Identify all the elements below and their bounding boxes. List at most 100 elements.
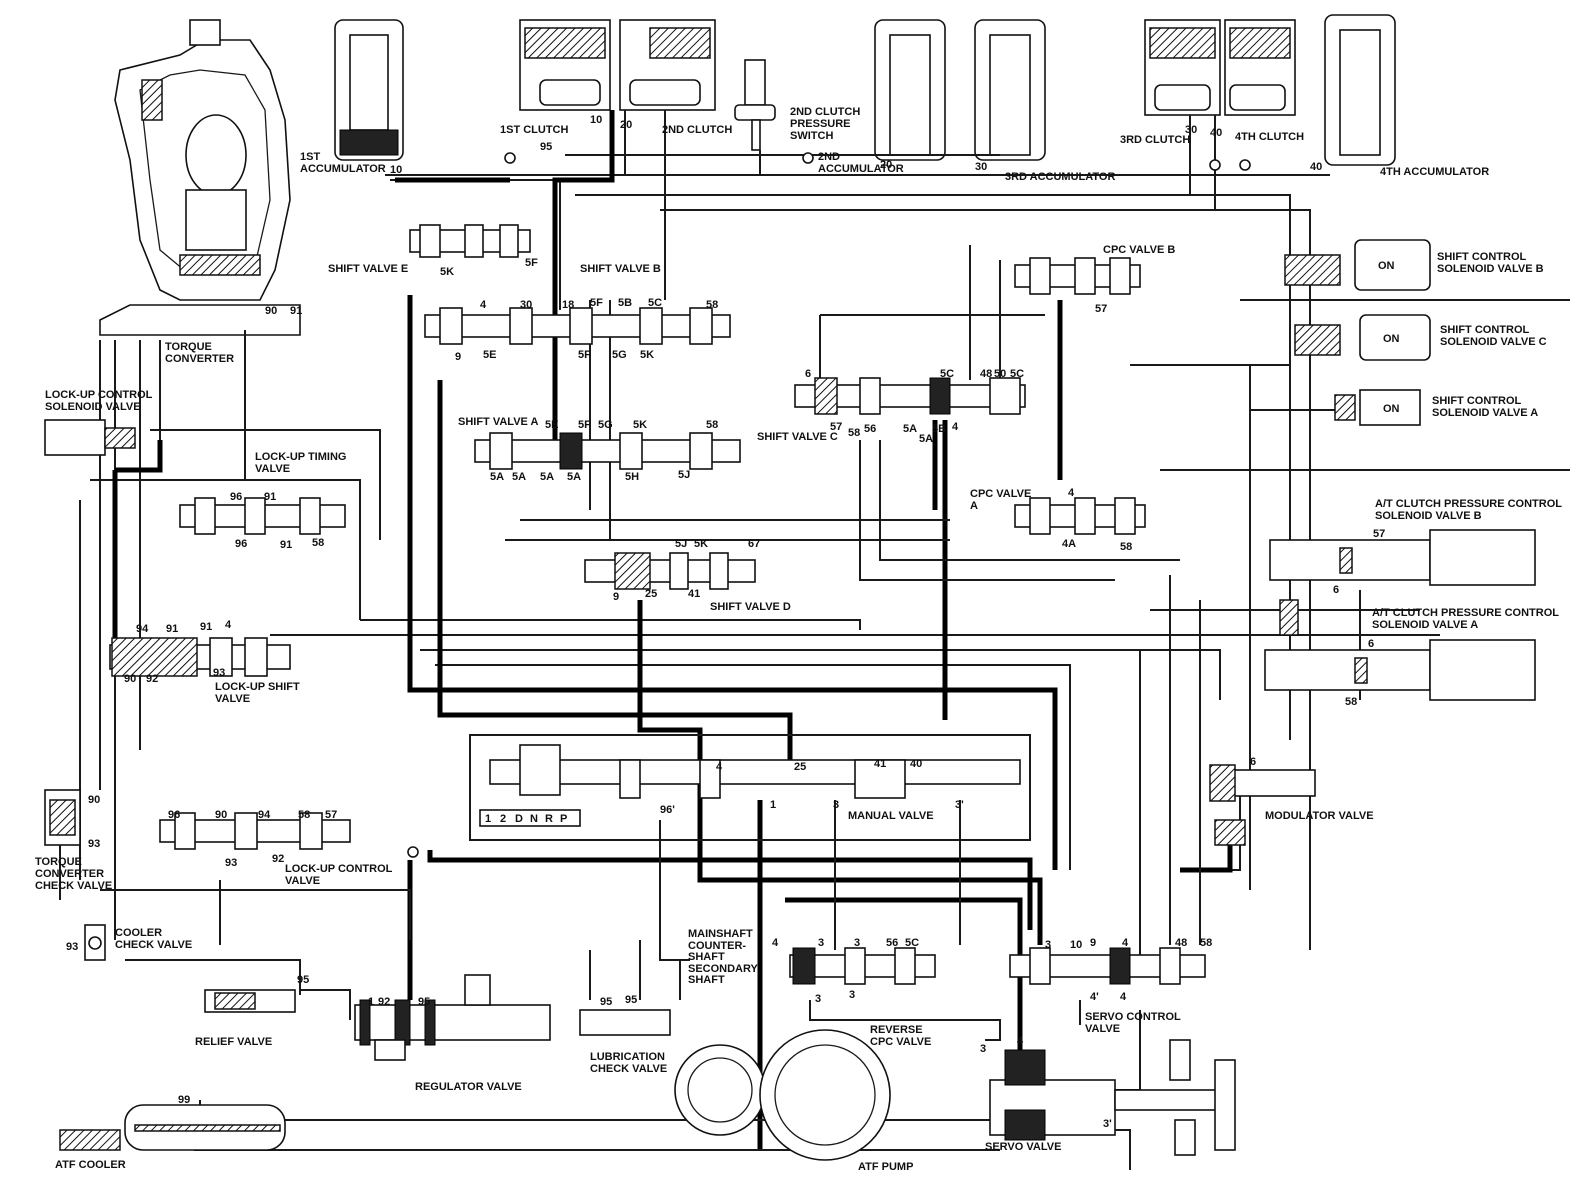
port-number: 5K: [640, 349, 654, 361]
port-number: 48: [1175, 937, 1187, 949]
servo-control-valve: [1009, 947, 1206, 985]
port-number: 57: [1095, 303, 1107, 315]
atf-cooler: [59, 1104, 286, 1151]
label-cooler-check-valve: COOLER: [115, 927, 162, 939]
port-number: 3: [833, 799, 839, 811]
third-clutch: [1144, 19, 1221, 116]
port-number: 6: [805, 368, 811, 380]
port-number: 4: [225, 619, 232, 631]
fourth-clutch: [1224, 19, 1296, 116]
port-number: 58: [1345, 696, 1357, 708]
port-number: 3: [1045, 939, 1051, 951]
port-number: 10: [590, 114, 602, 126]
label-servo-valve: SERVO VALVE: [985, 1141, 1061, 1153]
port-number: 6: [1333, 584, 1339, 596]
shift-valve-e: [409, 224, 531, 258]
port-number: 4: [1122, 937, 1129, 949]
port-number: 90: [88, 794, 100, 806]
port-number: 91: [200, 621, 212, 633]
shift-valve-c: [794, 377, 1026, 415]
port-number: 5C: [905, 937, 919, 949]
label-shift-solenoid-c: SOLENOID VALVE C: [1440, 336, 1547, 348]
shift-valve-b: [424, 307, 731, 345]
label-atf-cooler: ATF COOLER: [55, 1159, 126, 1171]
label-shift-valve-a: SHIFT VALVE A: [458, 416, 539, 428]
port-number: 58: [1120, 541, 1132, 553]
port-number: 20: [880, 159, 892, 171]
first-clutch: [519, 19, 611, 111]
port-number: 5A: [567, 471, 581, 483]
label-second-clutch-pressure-switch: PRESSURE: [790, 118, 851, 130]
port-number: 5A: [490, 471, 504, 483]
port-number: 40: [1310, 161, 1322, 173]
port-number: 4': [1090, 991, 1099, 1003]
port-number: 5K: [694, 538, 708, 550]
label-second-accumulator: ACCUMULATOR: [818, 163, 904, 175]
port-number: 5C: [1010, 368, 1024, 380]
label-at-clutch-a: SOLENOID VALVE A: [1372, 619, 1478, 631]
port-number: 4: [480, 299, 487, 311]
first-accumulator: [334, 19, 404, 161]
second-clutch-pressure-switch: [734, 59, 776, 151]
label-lubrication-check-valve: CHECK VALVE: [590, 1063, 667, 1075]
manual-valve: [489, 744, 1021, 799]
label-reverse-cpc-valve: REVERSE: [870, 1024, 923, 1036]
third-accumulator: [974, 19, 1046, 161]
port-number: 5A: [919, 433, 933, 445]
port-number: 3': [955, 799, 964, 811]
solenoid-on-label: ON: [1383, 333, 1400, 345]
label-shift-solenoid-b: SHIFT CONTROL: [1437, 251, 1526, 263]
port-number: 92: [146, 673, 158, 685]
port-number: 57: [1373, 528, 1385, 540]
second-clutch: [619, 19, 716, 111]
port-number: 58: [706, 299, 718, 311]
port-number: 5J: [678, 469, 690, 481]
port-number: 5A: [512, 471, 526, 483]
port-number: 5G: [612, 349, 627, 361]
label-countershaft2: SHAFT: [688, 951, 725, 963]
port-number: 96': [660, 804, 675, 816]
port-number: 5E: [483, 349, 496, 361]
torque-converter: [99, 19, 301, 336]
port-number: 91: [166, 623, 178, 635]
label-modulator-valve: MODULATOR VALVE: [1265, 810, 1374, 822]
label-secondary-shaft: SECONDARY: [688, 963, 759, 975]
port-number: 67: [748, 538, 760, 550]
second-accumulator: [874, 19, 946, 161]
port-number: 5F: [578, 419, 591, 431]
cpc-valve-b: [1014, 257, 1141, 295]
port-number: 93: [88, 838, 100, 850]
label-shift-valve-e: SHIFT VALVE E: [328, 263, 408, 275]
port-number: 58: [312, 537, 324, 549]
port-number: 94: [258, 809, 271, 821]
port-number: 90: [124, 673, 136, 685]
port-number: 95: [540, 141, 552, 153]
port-number: 58: [706, 419, 718, 431]
gear-position-n: N: [530, 813, 538, 825]
label-torque-converter: TORQUE: [165, 341, 212, 353]
port-number: 5K: [633, 419, 647, 431]
port-number: 5K: [440, 266, 454, 278]
port-number: 1: [368, 996, 374, 1008]
port-number: 40: [910, 758, 922, 770]
port-number: 5B: [932, 423, 946, 435]
port-number: 4A: [1062, 538, 1076, 550]
label-cpc-valve-a: CPC VALVE: [970, 488, 1031, 500]
label-cooler-check-valve: CHECK VALVE: [115, 939, 192, 951]
label-torque-converter-check-valve: CONVERTER: [35, 868, 104, 880]
port-number: 1: [770, 799, 776, 811]
port-number: 56: [864, 423, 876, 435]
port-number: 40: [1210, 127, 1222, 139]
label-torque-converter: CONVERTER: [165, 353, 234, 365]
label-lockup-timing-valve: LOCK-UP TIMING: [255, 451, 346, 463]
shift-solenoid-a: [1334, 389, 1421, 426]
label-first-accumulator: 1ST: [300, 151, 320, 163]
port-number: 95: [418, 996, 430, 1008]
gear-position-d: D: [515, 813, 523, 825]
label-cpc-valve-b: CPC VALVE B: [1103, 244, 1175, 256]
port-number: 30: [520, 299, 532, 311]
cpc-valve-a: [1014, 497, 1146, 535]
label-first-clutch: 1ST CLUTCH: [500, 124, 569, 136]
